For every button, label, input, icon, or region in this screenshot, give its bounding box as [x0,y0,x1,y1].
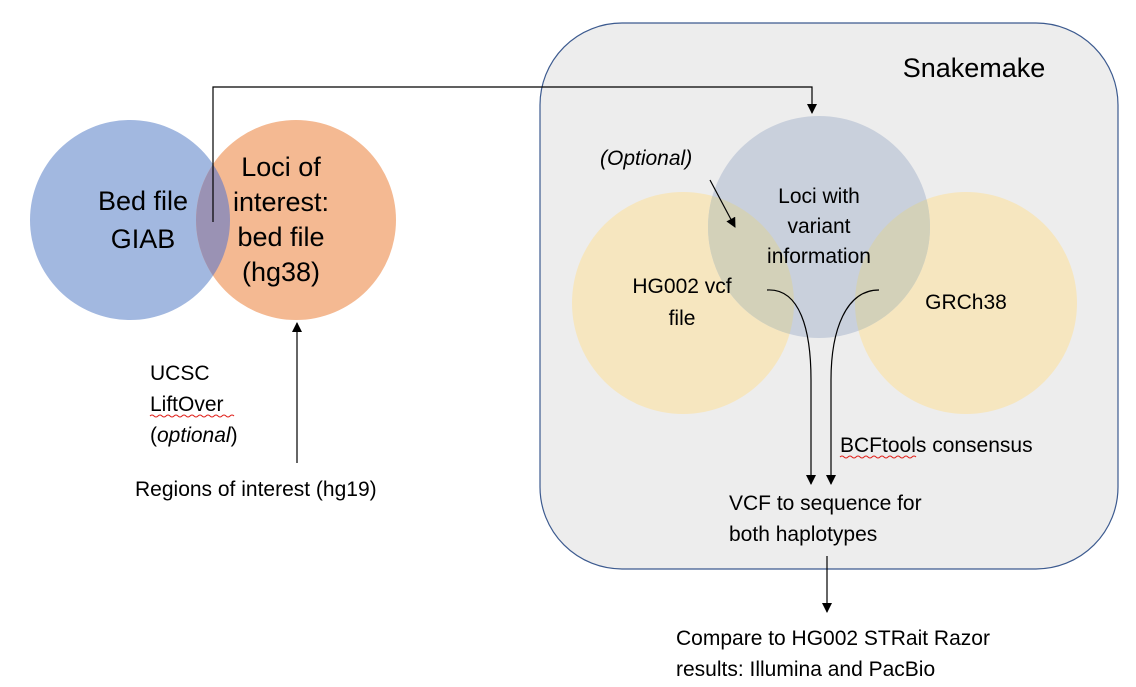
bcftools-label: BCFtools consensus [840,434,1033,457]
loci-interest-label-2: interest: [233,187,329,217]
hg002-loci-overlap [708,192,794,338]
liftover-label-2: LiftOver [150,393,224,416]
hg002-vcf-label-1: HG002 vcf [632,275,731,298]
hg002-to-vcf-arrow [766,289,816,485]
compare-label-2: results: Illumina and PacBio [676,658,935,681]
vcf-to-sequence-label-2: both haplotypes [729,523,877,546]
bed-giab-circle [30,120,230,320]
loci-interest-label-3: bed file [237,222,324,252]
loci-variant-label-2: variant [787,215,850,238]
liftover-label-1: UCSC [150,362,210,385]
grch38-loci-overlap [855,192,930,338]
hg002-vcf-label-2: file [669,307,696,330]
grch38-label: GRCh38 [925,291,1007,314]
bed-giab-label-2: GIAB [111,224,176,254]
loci-interest-label-1: Loci of [241,152,321,182]
grch38-to-vcf-arrow [826,289,880,485]
vcf-to-sequence-label-1: VCF to sequence for [729,492,922,515]
optional-label: (Optional) [600,147,692,170]
loci-interest-label-4: (hg38) [242,257,320,287]
loci-of-interest-circle [196,120,396,320]
snakemake-title: Snakemake [903,53,1046,83]
liftover-label-3: (optional) [150,424,238,447]
regions-of-interest-label: Regions of interest (hg19) [135,478,377,501]
compare-label-1: Compare to HG002 STRait Razor [676,627,990,650]
overlap-to-snakemake-connector [212,86,817,222]
spell-squiggle [839,455,917,459]
loci-variant-label-1: Loci with [778,185,860,208]
optional-arrow [709,179,736,228]
bed-giab-label-1: Bed file [98,186,188,216]
loci-variant-label-3: information [767,245,871,268]
spell-squiggle [149,414,235,418]
